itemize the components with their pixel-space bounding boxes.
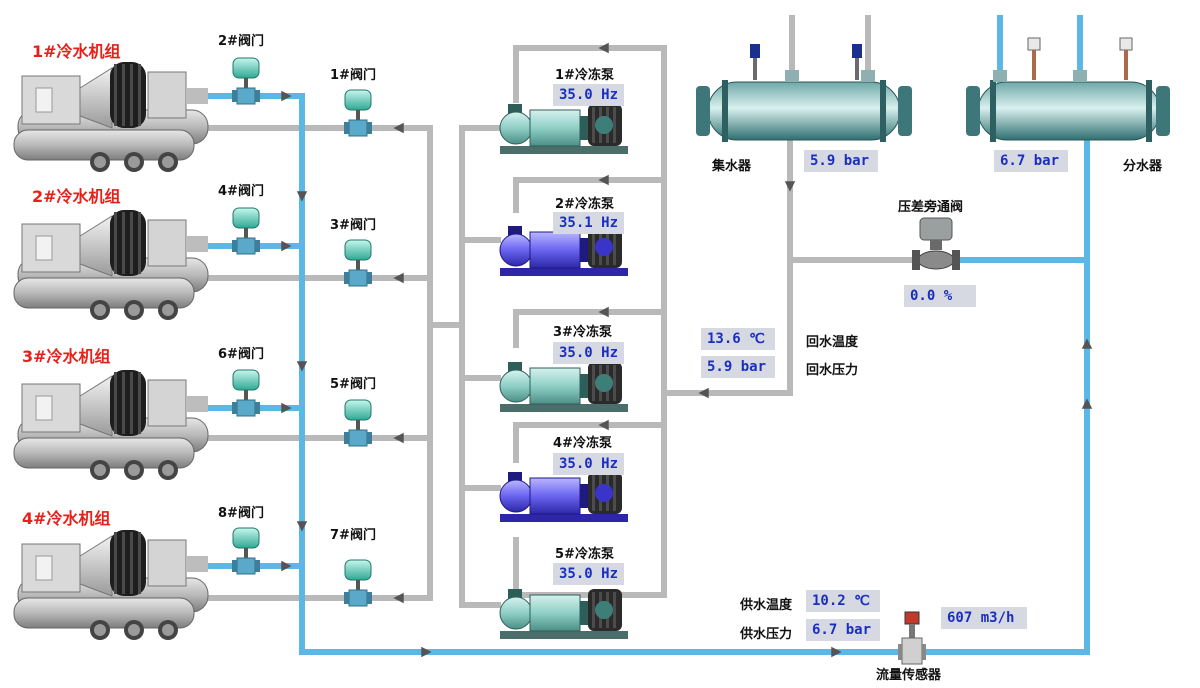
valve-8-label: 8#阀门 xyxy=(218,506,264,521)
valve-2-label: 2#阀门 xyxy=(218,34,264,49)
distributor-pressure: 6.7 bar xyxy=(994,150,1068,172)
bypass-opening: 0.0 % xyxy=(904,285,976,307)
pump-2-frequency: 35.1 Hz xyxy=(553,212,625,234)
chiller-unit-2[interactable] xyxy=(13,210,209,320)
collector-pressure: 5.9 bar xyxy=(804,150,878,172)
pump-5[interactable] xyxy=(499,589,628,639)
pump-1-frequency: 35.0 Hz xyxy=(553,84,625,106)
chiller-unit-1[interactable] xyxy=(13,62,209,172)
return-temperature: 13.6 ℃ xyxy=(701,328,775,350)
pump-5-label: 5#冷冻泵 xyxy=(555,547,614,562)
distributor-label: 分水器 xyxy=(1123,159,1163,174)
valve-1-label: 1#阀门 xyxy=(330,68,376,83)
pump-group xyxy=(499,104,628,639)
pipe-network xyxy=(195,15,1093,658)
flow-sensor[interactable] xyxy=(898,611,926,665)
pump-5-frequency: 35.0 Hz xyxy=(553,563,625,585)
valve-8[interactable] xyxy=(232,527,260,575)
pump-2-label: 2#冷冻泵 xyxy=(555,197,614,212)
collector-label: 集水器 xyxy=(712,159,752,174)
return-pressure-label: 回水压力 xyxy=(806,363,859,378)
valve-4-label: 4#阀门 xyxy=(218,184,264,199)
valve-7-label: 7#阀门 xyxy=(330,528,376,543)
pump-3-label: 3#冷冻泵 xyxy=(553,325,612,340)
bypass-valve-label: 压差旁通阀 xyxy=(898,200,964,215)
supply-temperature-label: 供水温度 xyxy=(740,598,793,613)
chiller-3-label: 3#冷水机组 xyxy=(22,347,111,366)
valve-4[interactable] xyxy=(232,207,260,255)
valve-5-label: 5#阀门 xyxy=(330,377,376,392)
pump-4[interactable] xyxy=(499,472,628,522)
bypass-valve[interactable] xyxy=(912,217,960,270)
supply-pressure-label: 供水压力 xyxy=(740,627,793,642)
valve-3-label: 3#阀门 xyxy=(330,218,376,233)
pump-1-label: 1#冷冻泵 xyxy=(555,68,614,83)
chiller-4-label: 4#冷水机组 xyxy=(22,509,111,528)
supply-temperature: 10.2 ℃ xyxy=(806,590,880,612)
pump-4-frequency: 35.0 Hz xyxy=(553,453,625,475)
return-temperature-label: 回水温度 xyxy=(806,335,859,350)
pump-3[interactable] xyxy=(499,362,628,412)
supply-pressure: 6.7 bar xyxy=(806,619,880,641)
pump-4-label: 4#冷冻泵 xyxy=(553,436,612,451)
valve-5[interactable] xyxy=(344,399,372,447)
chiller-group xyxy=(13,62,209,640)
valve-7[interactable] xyxy=(344,559,372,607)
valve-6-label: 6#阀门 xyxy=(218,347,264,362)
pump-1[interactable] xyxy=(499,104,628,154)
return-pressure: 5.9 bar xyxy=(701,356,775,378)
flow-sensor-label: 流量传感器 xyxy=(876,668,942,683)
distributor-vessel[interactable] xyxy=(966,37,1170,142)
chiller-unit-4[interactable] xyxy=(13,530,209,640)
pump-3-frequency: 35.0 Hz xyxy=(553,342,625,364)
valve-1[interactable] xyxy=(344,89,372,137)
chiller-2-label: 2#冷水机组 xyxy=(32,187,121,206)
valve-3[interactable] xyxy=(344,239,372,287)
collector-vessel[interactable] xyxy=(696,44,912,142)
chiller-1-label: 1#冷水机组 xyxy=(32,42,121,61)
valve-group xyxy=(232,57,372,607)
valve-2[interactable] xyxy=(232,57,260,105)
chiller-unit-3[interactable] xyxy=(13,370,209,480)
valve-6[interactable] xyxy=(232,369,260,417)
flow-value: 607 m3/h xyxy=(941,607,1027,629)
